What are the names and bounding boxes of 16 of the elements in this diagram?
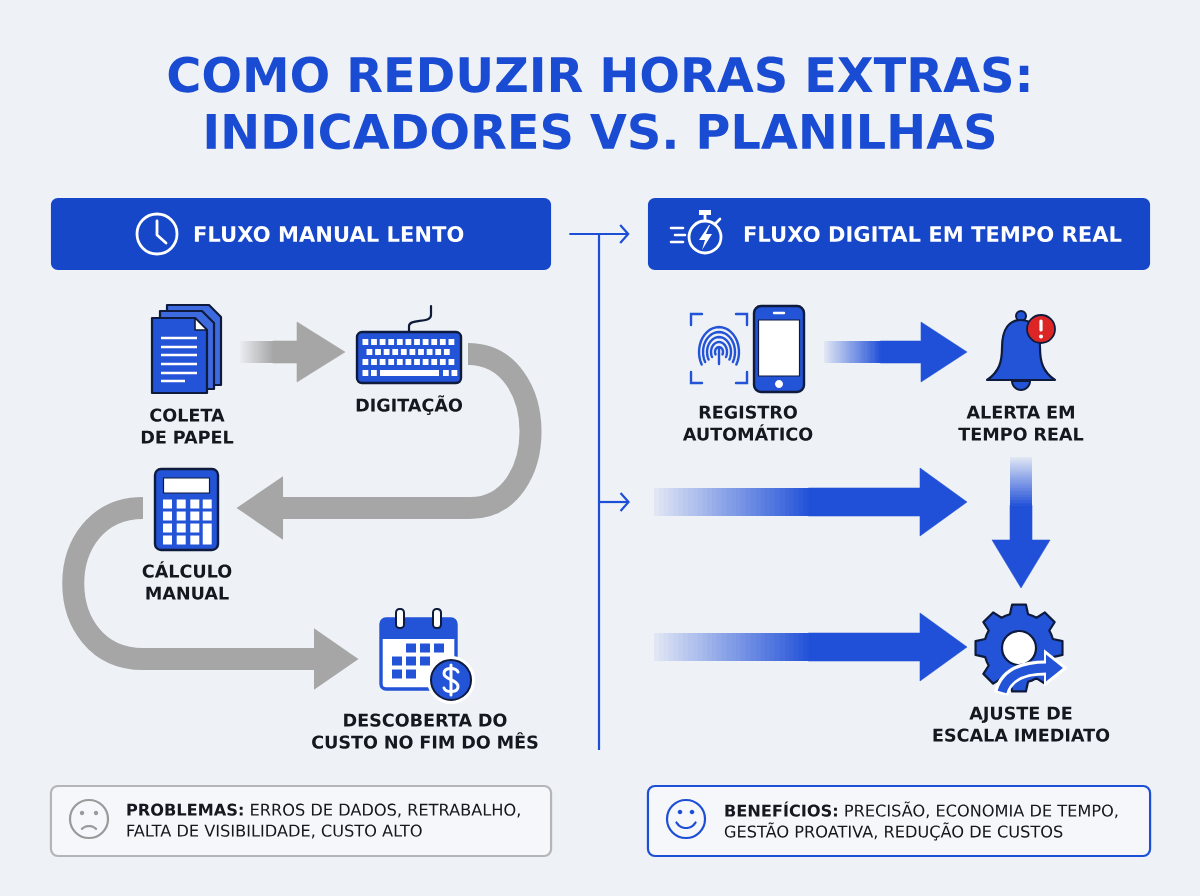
step-label: DESCOBERTA DO CUSTO NO FIM DO MÊS — [312, 713, 538, 749]
arrow — [654, 612, 968, 682]
step-label: COLETA DE PAPEL — [141, 408, 234, 444]
title: COMO REDUZIR HORAS EXTRAS: INDICADORES VS. PLANILHAS — [168, 56, 1029, 150]
arrow — [991, 457, 1051, 589]
step-label: CÁLCULO MANUAL — [142, 561, 232, 600]
step-label: ALERTA EM TEMPO REAL — [958, 405, 1084, 441]
arrow — [824, 321, 968, 383]
header-bar: FLUXO DIGITAL EM TEMPO REAL — [647, 198, 1151, 270]
summary-box: PROBLEMAS: ERROS DE DADOS, RETRABALHO, FALTA DE VISIBILIDADE, CUSTO ALTO — [49, 784, 553, 858]
summary-box: BENEFÍCIOS: PRECISÃO, ECONOMIA DE TEMPO, GESTÃO PROATIVA, REDUÇÃO DE CUSTOS — [646, 784, 1152, 858]
step-label: REGISTRO AUTOMÁTICO — [682, 405, 813, 441]
arrow — [569, 224, 630, 244]
step-label: DIGITAÇÃO — [356, 395, 462, 415]
header-bar: FLUXO MANUAL LENTO — [50, 198, 552, 270]
step-label: AJUSTE DE ESCALA IMEDIATO — [933, 706, 1110, 742]
